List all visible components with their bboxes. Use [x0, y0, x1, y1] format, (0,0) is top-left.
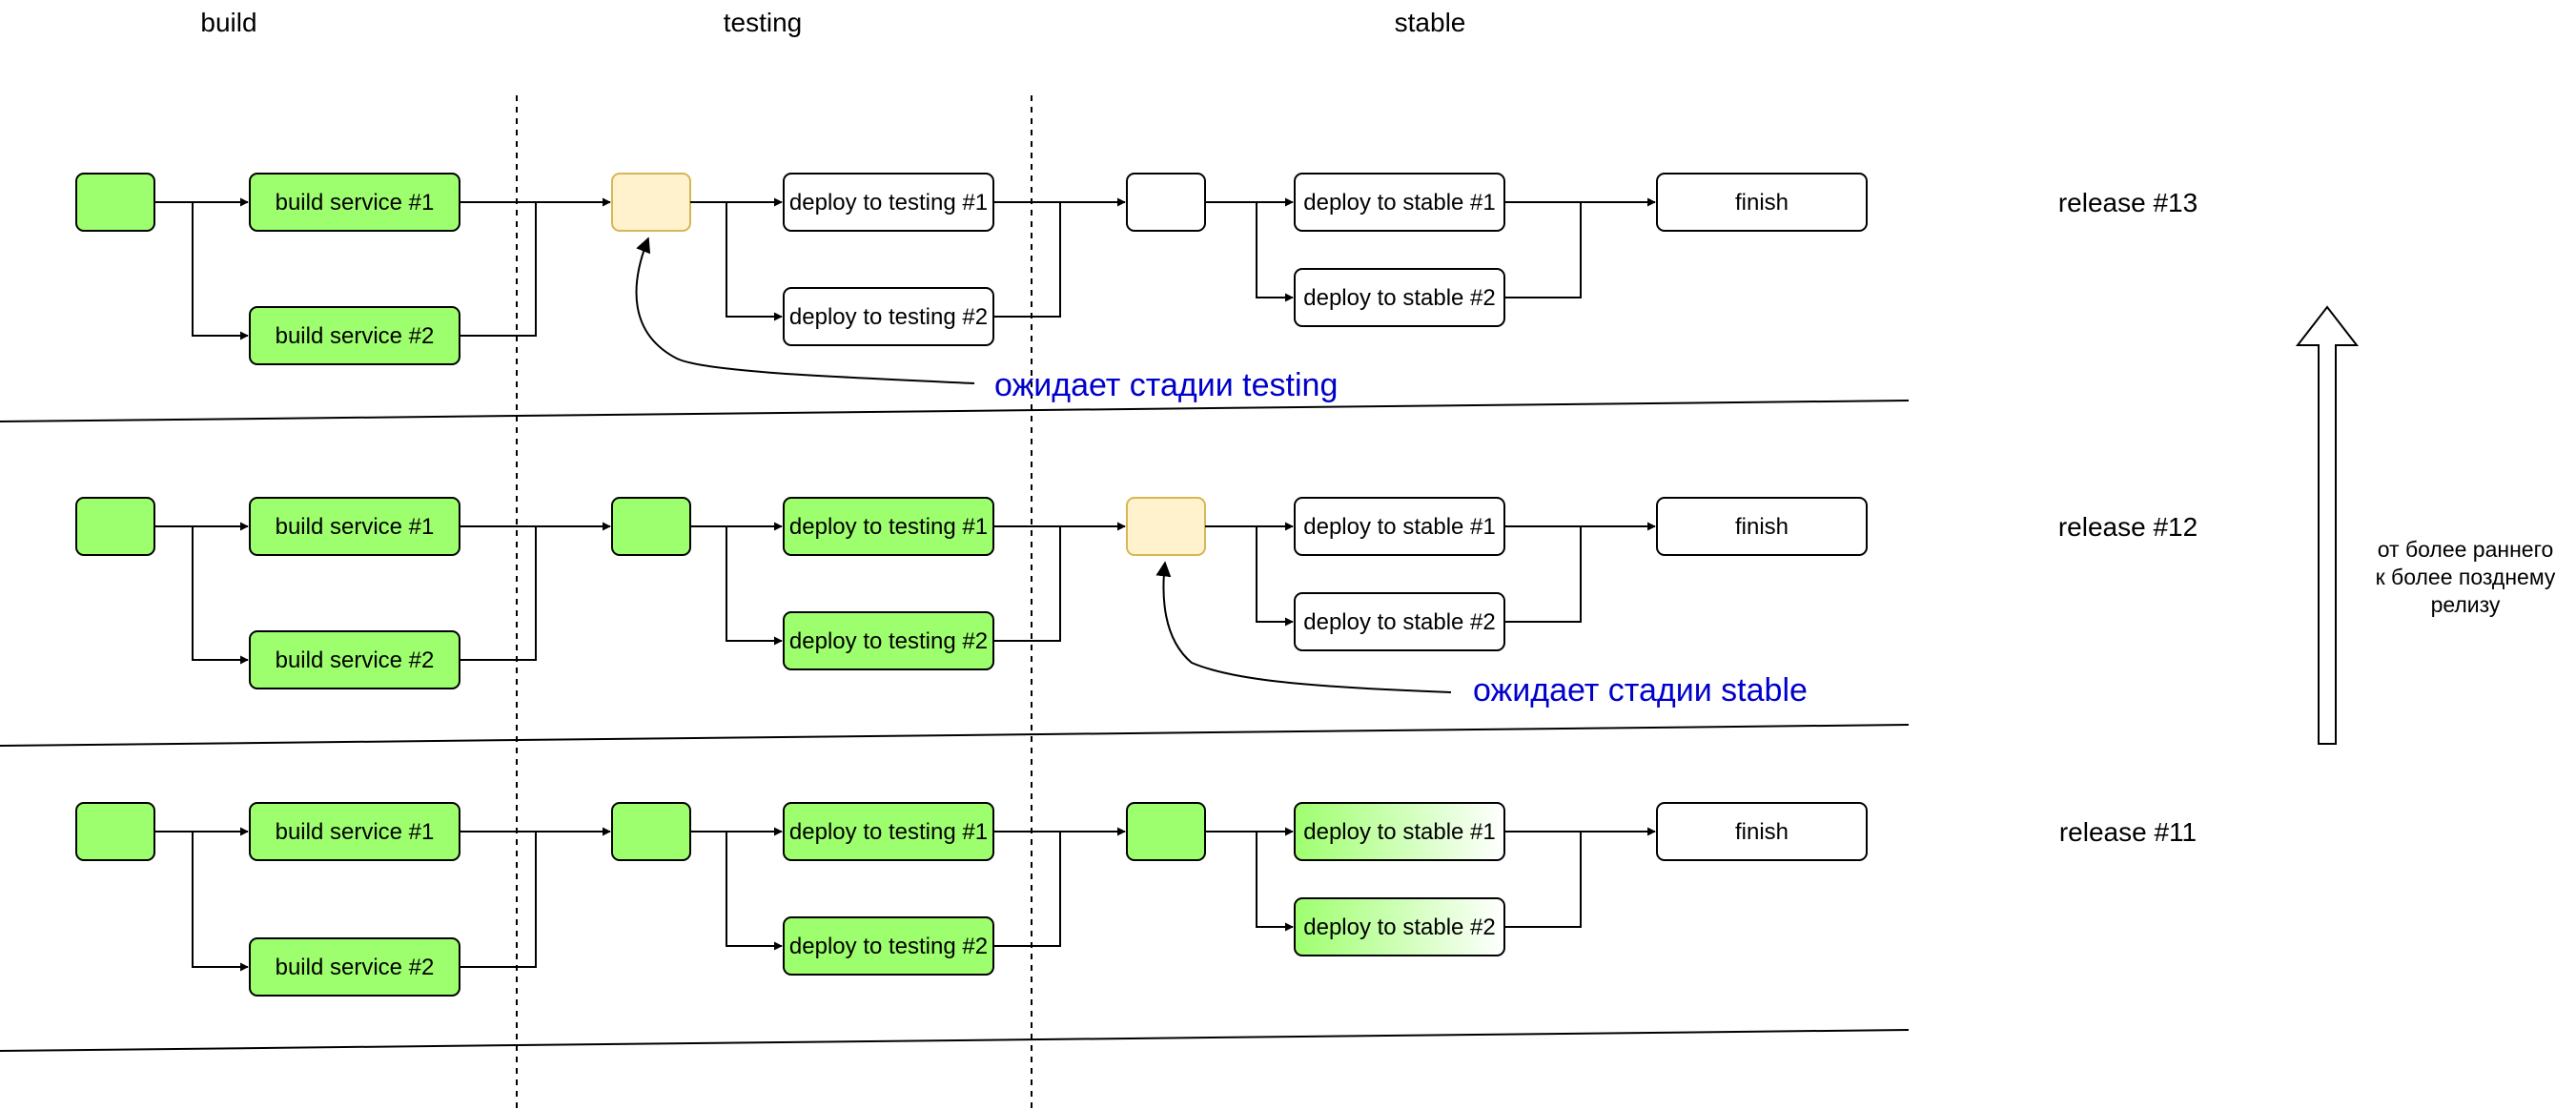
deploy-testing-2-node-label: deploy to testing #2	[789, 934, 988, 959]
connector	[1504, 202, 1582, 298]
release-separator	[0, 400, 1910, 422]
release-label: release #13	[2058, 188, 2198, 217]
connector	[1504, 526, 1582, 623]
build-service-2-node-label: build service #2	[276, 955, 435, 980]
finish-node-label: finish	[1735, 819, 1789, 845]
deploy-stable-2-node-label: deploy to stable #2	[1303, 609, 1495, 635]
release-separator	[0, 724, 1910, 747]
release-label: release #11	[2059, 817, 2197, 847]
up-arrow-icon	[2295, 305, 2360, 745]
stage-heading-testing: testing	[724, 8, 803, 37]
connector	[1256, 202, 1294, 302]
deploy-testing-1-node-label: deploy to testing #1	[789, 514, 988, 540]
note-waiting-testing: ожидает стадии testing	[994, 367, 1338, 403]
side-note-line-2: к более позднему	[2376, 565, 2556, 589]
connector	[192, 832, 249, 972]
stable-gate-node	[1126, 802, 1206, 861]
finish-node-label: finish	[1735, 190, 1789, 216]
connector	[1256, 832, 1294, 932]
connector	[726, 526, 783, 646]
finish-node-label: finish	[1735, 514, 1789, 540]
connector	[460, 202, 537, 337]
stable-gate-node	[1126, 497, 1206, 556]
deploy-stable-1-node-label: deploy to stable #1	[1303, 190, 1495, 216]
connector	[460, 832, 537, 968]
deploy-testing-2-node-label: deploy to testing #2	[789, 628, 988, 654]
release-row: build service #1 build service #2 deploy t…	[75, 173, 2198, 365]
start-node	[75, 173, 155, 232]
stage-heading-stable: stable	[1395, 8, 1466, 37]
finish-node	[1656, 173, 1868, 232]
start-node	[75, 802, 155, 861]
deploy-testing-1-node-label: deploy to testing #1	[789, 190, 988, 216]
connector	[1504, 832, 1582, 928]
testing-gate-node	[611, 173, 691, 232]
deploy-stable-1-node-label: deploy to stable #1	[1303, 514, 1495, 540]
connector	[460, 526, 537, 661]
waiting-arrow-stable	[1155, 561, 1452, 693]
side-note-line-1: от более раннего	[2378, 537, 2554, 562]
stage-heading-build: build	[200, 8, 256, 37]
deploy-stable-1-node-label: deploy to stable #1	[1303, 819, 1495, 845]
connector	[726, 832, 783, 951]
note-waiting-stable: ожидает стадии stable	[1473, 672, 1808, 709]
deploy-testing-2-node-label: deploy to testing #2	[789, 304, 988, 330]
connector	[192, 526, 249, 665]
finish-node	[1656, 802, 1868, 861]
connector	[1256, 526, 1294, 627]
connector	[993, 202, 1061, 318]
build-service-2-node-label: build service #2	[276, 323, 435, 349]
build-service-1-node-label: build service #1	[276, 819, 435, 845]
build-service-1-node-label: build service #1	[276, 190, 435, 216]
release-separator	[0, 1029, 1910, 1052]
testing-gate-node	[611, 497, 691, 556]
testing-gate-node	[611, 802, 691, 861]
stable-gate-node	[1126, 173, 1206, 232]
start-node	[75, 497, 155, 556]
build-service-1-node-label: build service #1	[276, 514, 435, 540]
deploy-testing-1-node-label: deploy to testing #1	[789, 819, 988, 845]
release-row: build service #1 build service #2 deploy t…	[75, 802, 2197, 997]
side-note-line-3: релизу	[2431, 592, 2501, 617]
release-label: release #12	[2058, 512, 2198, 542]
release-rows: build service #1 build service #2 deploy t…	[75, 173, 2198, 997]
build-service-2-node-label: build service #2	[276, 648, 435, 673]
connector	[993, 526, 1061, 642]
waiting-arrow-testing	[635, 236, 975, 384]
connector	[726, 202, 783, 321]
release-row: build service #1 build service #2 deploy t…	[75, 497, 2198, 689]
finish-node	[1656, 497, 1868, 556]
connector	[993, 832, 1061, 947]
connector	[192, 202, 249, 340]
deploy-stable-2-node-label: deploy to stable #2	[1303, 285, 1495, 311]
deploy-stable-2-node-label: deploy to stable #2	[1303, 915, 1495, 940]
